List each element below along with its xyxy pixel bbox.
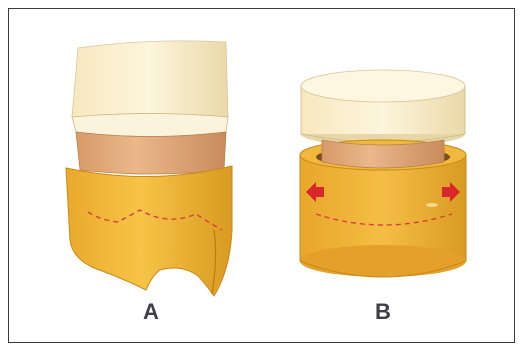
panel-a: [66, 41, 232, 296]
panel-a-ivory-block: [72, 41, 228, 117]
panel-b-cap-top: [301, 70, 465, 102]
panel-a-tooth-stump: [76, 132, 226, 174]
panel-label-b: B: [375, 301, 391, 323]
panel-b: [300, 70, 466, 277]
panel-b-gold-ring-bottom: [300, 245, 466, 277]
panel-label-a: A: [143, 301, 159, 323]
panel-a-gold-crown: [66, 166, 232, 296]
panel-a-collar: [72, 114, 228, 137]
panel-b-highlight: [426, 203, 438, 207]
